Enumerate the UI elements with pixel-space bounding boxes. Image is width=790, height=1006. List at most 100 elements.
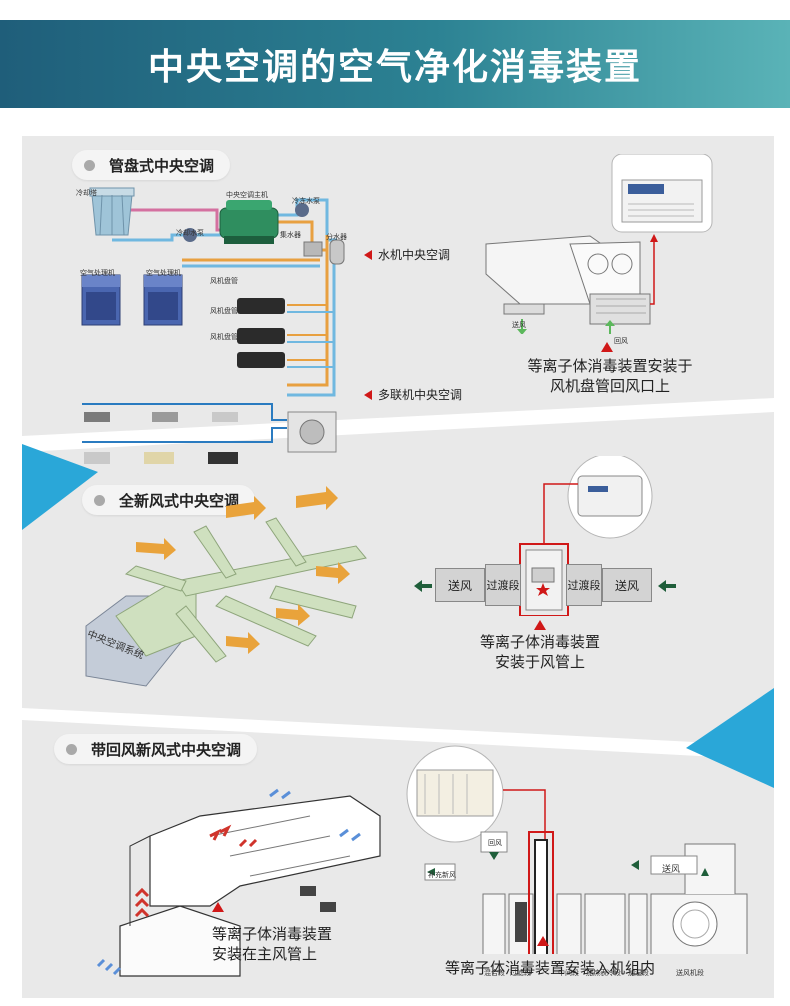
page-title: 中央空调的空气净化消毒装置 xyxy=(147,47,642,88)
label-cooling-pump: 冷却水泵 xyxy=(176,229,204,237)
tag-water-ac-label: 水机中央空调 xyxy=(378,248,451,262)
bullet-dot xyxy=(94,494,105,506)
label-chiller: 中央空调主机 xyxy=(226,191,268,199)
indoor-unit-icon xyxy=(144,452,174,464)
label-heat-cool: 加热表冷段 xyxy=(586,969,621,977)
duct-transition-left: 过渡段 xyxy=(485,564,521,606)
label-fcu3: 风机盘管 xyxy=(210,333,238,341)
label-supply-air: 送风 xyxy=(512,321,526,329)
pump-icon xyxy=(295,203,309,217)
fan-coil-install-diagram xyxy=(485,154,713,334)
airflow-arrow-icon xyxy=(226,496,266,520)
content-stage: 管盘式中央空调 xyxy=(0,136,790,1006)
indoor-unit-icon xyxy=(208,452,238,464)
label-mixing: 混合段 xyxy=(484,969,505,977)
pointer-icon xyxy=(537,936,549,946)
section1-caption-line1: 等离子体消毒装置安装于 xyxy=(527,357,693,375)
plasma-module-photo xyxy=(567,456,653,539)
supply-airflow-arrows xyxy=(96,788,361,976)
ahu-install-diagram xyxy=(406,745,748,954)
return-air-duct-diagram xyxy=(96,788,381,977)
airflow-arrow-icon xyxy=(226,632,260,654)
outdoor-unit-icon xyxy=(287,411,337,453)
label-supply-air-box: 送风 xyxy=(662,865,681,875)
label-middle: 中间段 xyxy=(558,969,579,977)
ahu-icon xyxy=(143,274,183,326)
label-ahu2: 空气处理机 xyxy=(146,269,181,277)
left-arrow-icon xyxy=(414,580,432,592)
pointer-icon xyxy=(601,342,613,352)
pump-icon xyxy=(183,228,197,242)
pointer-icon xyxy=(364,389,372,400)
indoor-unit-icon xyxy=(84,452,110,464)
duct-supply-right: 送风 xyxy=(602,568,652,602)
plasma-filter-photo xyxy=(406,745,504,843)
duct-install-diagram xyxy=(519,456,653,616)
fan-coil-icon xyxy=(237,328,285,344)
label-filter: 过滤段 xyxy=(510,969,531,977)
label-fcu2: 风机盘管 xyxy=(210,307,238,315)
section-separators xyxy=(22,398,774,788)
water-collector-icon xyxy=(303,241,323,257)
label-water-collector: 集水器 xyxy=(280,231,301,239)
label-chilled-pump: 冷冻水泵 xyxy=(292,197,320,205)
section3-caption-left-line1: 等离子体消毒装置 xyxy=(212,925,333,943)
label-fresh-air-box: 补充新风 xyxy=(428,871,456,879)
tag-water-ac: 水机中央空调 xyxy=(364,246,450,263)
water-system-diagram xyxy=(81,187,345,464)
pointer-icon xyxy=(364,249,372,260)
airflow-arrow-icon xyxy=(136,538,176,560)
star-icon xyxy=(536,583,550,596)
label-humidify: 加湿段 xyxy=(628,969,649,977)
chiller-icon xyxy=(219,200,279,244)
tag-vrf-ac: 多联机中央空调 xyxy=(364,386,462,403)
indoor-unit-icon xyxy=(212,412,238,422)
section1-caption-line2: 风机盘管回风口上 xyxy=(549,377,670,395)
bullet-dot xyxy=(84,159,95,171)
left-arrow-icon xyxy=(658,580,676,592)
section3-pill: 带回风新风式中央空调 xyxy=(54,734,258,764)
fresh-air-duct-diagram xyxy=(85,486,367,687)
duct-flow-arrows xyxy=(414,580,676,592)
fan-coil-icon xyxy=(237,352,285,368)
section1-pill: 管盘式中央空调 xyxy=(72,150,231,180)
section3-title: 带回风新风式中央空调 xyxy=(91,740,242,759)
section1-title: 管盘式中央空调 xyxy=(109,156,215,175)
pointer-icon xyxy=(534,620,546,630)
section1-caption: 等离子体消毒装置安装于 风机盘管回风口上 xyxy=(500,356,720,396)
airflow-arrow-icon xyxy=(296,486,338,510)
airflow-arrow-icon xyxy=(316,562,350,584)
tag-vrf-ac-label: 多联机中央空调 xyxy=(378,388,463,402)
return-airflow-arrows xyxy=(134,824,258,918)
label-return-air: 回风 xyxy=(614,337,628,345)
header-banner: 中央空调的空气净化消毒装置 xyxy=(0,20,790,108)
plasma-device-photo xyxy=(611,154,713,233)
label-fan-section: 送风机段 xyxy=(676,969,704,977)
section3-caption-bottom: 等离子体消毒装置安装入机组内 xyxy=(444,959,655,977)
indoor-unit-icon xyxy=(152,412,178,422)
airflow-arrow-icon xyxy=(276,604,310,626)
blue-triangle-left xyxy=(22,444,98,530)
ahu-icon xyxy=(81,274,121,326)
label-ahu1: 空气处理机 xyxy=(80,269,115,277)
duct-transition-right: 过渡段 xyxy=(566,564,602,606)
label-water-distributor: 分水器 xyxy=(326,233,347,241)
label-fcu1: 风机盘管 xyxy=(210,277,238,285)
section2-caption-line1: 等离子体消毒装置 xyxy=(479,633,600,651)
section2-title: 全新风式中央空调 xyxy=(119,491,240,510)
section2-caption: 等离子体消毒装置 安装于风管上 xyxy=(440,632,640,672)
label-return-air-box: 回风 xyxy=(488,839,502,847)
water-distributor-icon xyxy=(329,239,345,265)
separator-band-2 xyxy=(22,708,774,760)
pointer-icon xyxy=(212,902,224,912)
bullet-dot xyxy=(66,743,77,755)
indoor-unit-icon xyxy=(84,412,110,422)
fan-coil-icon xyxy=(237,298,285,314)
duct-supply-left: 送风 xyxy=(435,568,485,602)
section3-caption-left-line2: 安装在主风管上 xyxy=(212,945,318,963)
cooling-tower-icon xyxy=(89,187,135,236)
section3-caption-left: 等离子体消毒装置 安装在主风管上 xyxy=(212,924,382,964)
section2-caption-line2: 安装于风管上 xyxy=(494,653,585,671)
blue-triangle-right xyxy=(686,688,774,788)
label-cooling-tower: 冷却塔 xyxy=(76,189,97,197)
